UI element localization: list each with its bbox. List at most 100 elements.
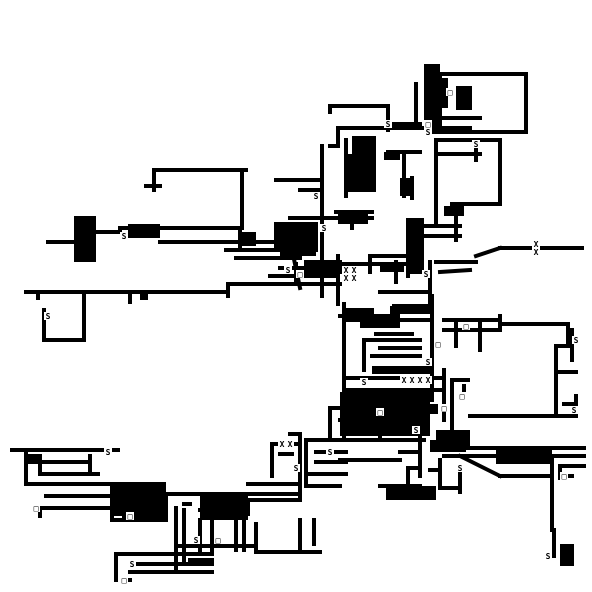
door-marker[interactable]: □ — [126, 512, 134, 521]
treasure-marker[interactable]: X — [278, 440, 286, 449]
treasure-marker[interactable]: X — [424, 376, 432, 385]
stair-marker[interactable]: S — [570, 406, 578, 415]
door-marker[interactable]: □ — [462, 322, 470, 331]
stair-marker[interactable]: S — [120, 232, 128, 241]
stair-marker-bg — [456, 464, 464, 472]
solid-room — [444, 206, 464, 216]
door-marker[interactable]: □ — [446, 88, 454, 97]
door-marker[interactable]: □ — [214, 536, 222, 545]
solid-room — [430, 440, 466, 452]
treasure-marker[interactable]: X — [350, 274, 358, 283]
stair-marker-bg — [292, 464, 300, 472]
door-marker[interactable]: □ — [376, 408, 384, 417]
stair-marker[interactable]: S — [572, 336, 580, 345]
solid-room — [210, 500, 250, 516]
corridor-layer — [10, 64, 586, 582]
treasure-glyph: X — [418, 376, 423, 385]
treasure-glyph: X — [534, 240, 539, 249]
door-marker-bg — [560, 472, 568, 480]
door-marker[interactable]: □ — [32, 504, 40, 513]
stair-marker[interactable]: S — [456, 464, 464, 473]
stair-marker[interactable]: S — [360, 378, 368, 387]
treasure-marker-bg — [400, 376, 408, 384]
stair-marker[interactable]: S — [312, 192, 320, 201]
stair-marker[interactable]: S — [424, 128, 432, 137]
stair-glyph: S — [362, 378, 367, 387]
stair-marker[interactable]: S — [128, 560, 136, 569]
stair-marker[interactable]: S — [292, 464, 300, 473]
stair-glyph: S — [286, 266, 291, 275]
treasure-marker[interactable]: X — [416, 376, 424, 385]
stair-marker[interactable]: S — [424, 358, 432, 367]
stair-glyph: S — [130, 560, 135, 569]
stair-marker[interactable]: S — [326, 448, 334, 457]
door-marker[interactable]: □ — [560, 472, 568, 481]
stair-marker-bg — [412, 426, 420, 434]
solid-room — [280, 236, 316, 256]
treasure-marker[interactable]: X — [400, 376, 408, 385]
stair-marker-bg — [544, 552, 552, 560]
door-marker[interactable]: □ — [440, 404, 448, 413]
corridor-segment — [437, 267, 473, 275]
stair-glyph: S — [424, 270, 429, 279]
treasure-glyph: X — [402, 376, 407, 385]
solid-room — [432, 78, 448, 108]
stair-glyph: S — [294, 464, 299, 473]
stair-marker-bg — [128, 560, 136, 568]
door-marker[interactable]: □ — [424, 120, 432, 129]
stair-marker-bg — [360, 378, 368, 386]
stair-marker-bg — [424, 128, 432, 136]
door-marker-bg — [214, 536, 222, 544]
stair-marker-bg — [192, 536, 200, 544]
treasure-marker[interactable]: X — [532, 240, 540, 249]
treasure-marker[interactable]: X — [408, 376, 416, 385]
solid-room — [372, 366, 432, 374]
treasure-marker[interactable]: X — [286, 440, 294, 449]
door-marker-bg — [376, 408, 384, 416]
stair-marker[interactable]: S — [44, 312, 52, 321]
treasure-marker-bg — [424, 376, 432, 384]
treasure-marker[interactable]: X — [350, 266, 358, 275]
door-glyph: □ — [378, 408, 383, 417]
door-marker-bg — [126, 512, 134, 520]
solid-room — [386, 486, 436, 500]
stair-marker[interactable]: S — [320, 224, 328, 233]
stair-marker[interactable]: S — [472, 140, 480, 149]
solid-room — [140, 292, 148, 300]
stair-marker[interactable]: S — [384, 120, 392, 129]
treasure-marker-bg — [408, 376, 416, 384]
solid-room — [74, 216, 96, 262]
treasure-marker-bg — [532, 240, 540, 248]
treasure-marker[interactable]: X — [342, 274, 350, 283]
door-glyph: □ — [448, 88, 453, 97]
treasure-marker[interactable]: X — [342, 266, 350, 275]
treasure-marker-bg — [350, 274, 358, 282]
stair-marker-bg — [384, 120, 392, 128]
stair-marker[interactable]: S — [284, 266, 292, 275]
stair-glyph: S — [122, 232, 127, 241]
stair-marker[interactable]: S — [104, 448, 112, 457]
solid-room — [380, 262, 404, 272]
treasure-marker-bg — [532, 248, 540, 256]
treasure-glyph: X — [352, 266, 357, 275]
stair-marker[interactable]: S — [422, 270, 430, 279]
door-glyph: □ — [426, 120, 431, 129]
stair-marker[interactable]: S — [544, 552, 552, 561]
door-marker[interactable]: □ — [120, 576, 128, 585]
door-marker[interactable]: □ — [296, 270, 304, 279]
treasure-marker[interactable]: X — [532, 248, 540, 257]
door-marker-bg — [296, 270, 304, 278]
door-glyph: □ — [442, 404, 447, 413]
door-glyph: □ — [298, 270, 303, 279]
stair-marker[interactable]: S — [412, 426, 420, 435]
treasure-glyph: X — [344, 274, 349, 283]
door-glyph: □ — [122, 576, 127, 585]
solid-room — [392, 304, 432, 314]
treasure-glyph: X — [426, 376, 431, 385]
solid-room — [456, 86, 472, 110]
stair-marker[interactable]: S — [192, 536, 200, 545]
door-marker[interactable]: □ — [458, 392, 466, 401]
door-marker[interactable]: □ — [434, 340, 442, 349]
